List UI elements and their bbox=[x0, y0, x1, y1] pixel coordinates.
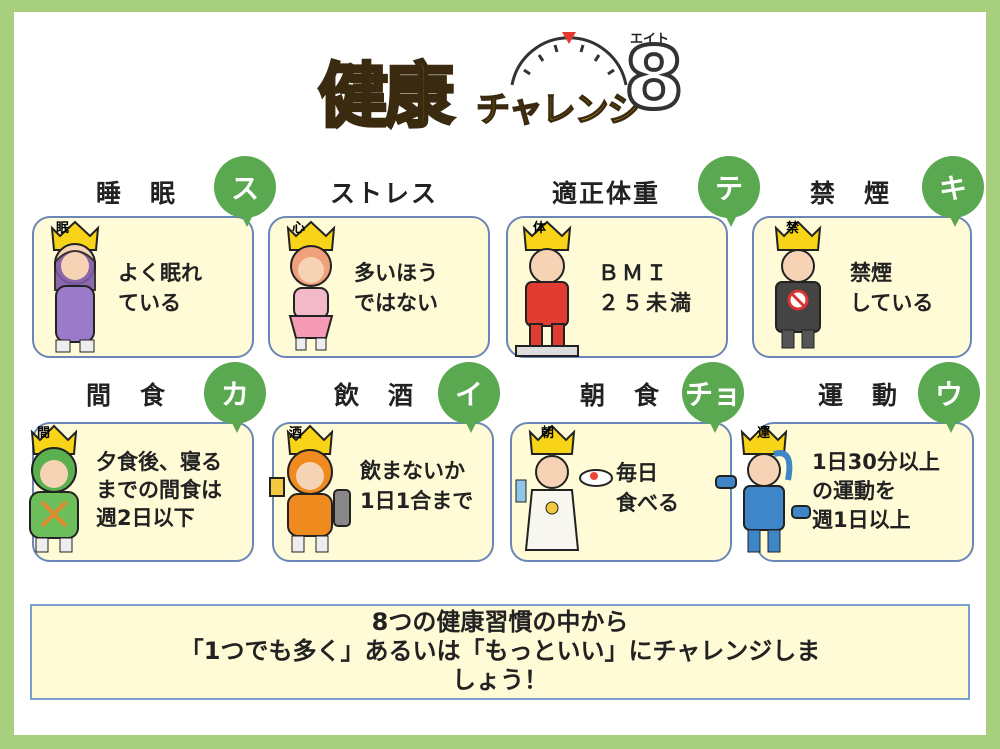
habit-text-exercise: 1日30分以上 の運動を 週1日以上 bbox=[812, 450, 940, 532]
habit-text-sleep: よく眠れ ている bbox=[118, 261, 202, 315]
badge-stress: 心 bbox=[292, 221, 306, 236]
category-snack: 間 食 bbox=[86, 381, 168, 410]
habit-card-stress: 心 多いほう ではない bbox=[268, 216, 490, 358]
gauge-icon bbox=[510, 32, 628, 86]
habit-card-sleep: 眠 よく眠れ ている bbox=[32, 216, 254, 358]
alcohol-character-icon bbox=[269, 424, 351, 553]
badge-sleep: 眠 bbox=[56, 221, 70, 236]
habit-card-exercise: 運 1日30分以上 の運動を 週1日以上 bbox=[715, 422, 974, 562]
syllable-bubble-exercise: ウ bbox=[918, 362, 980, 433]
syllable-bubble-snack: カ bbox=[204, 362, 266, 433]
habit-card-weight: 体 ＢＭＩ ２５未満 bbox=[506, 216, 728, 358]
category-alcohol: 飲 酒 bbox=[334, 381, 416, 410]
breakfast-character-icon bbox=[515, 424, 613, 551]
category-exercise: 運 動 bbox=[818, 381, 900, 410]
habit-text-weight: ＢＭＩ ２５未満 bbox=[598, 261, 694, 315]
habit-text-alcohol: 飲まないか 1日1合まで bbox=[360, 459, 474, 513]
stress-character-icon bbox=[286, 220, 336, 351]
logo-subtitle: チャレンジ bbox=[475, 89, 642, 131]
syllable-bubble-sleep: ス bbox=[214, 156, 276, 227]
habit-text-no-smoking: 禁煙 している bbox=[850, 261, 934, 315]
snack-character-icon bbox=[29, 424, 79, 553]
habit-text-snack: 夕食後、寝る までの間食は 週2日以下 bbox=[96, 450, 222, 530]
logo: 健康 チャレンジ エイト 8 bbox=[317, 29, 698, 140]
logo-title: 健康 bbox=[317, 54, 456, 139]
logo-number: 8 bbox=[622, 29, 686, 129]
habit-card-breakfast: 朝 毎日 食べる bbox=[510, 422, 732, 562]
habit-card-snack: 間 夕食後、寝る までの間食は 週2日以下 bbox=[29, 422, 254, 562]
category-stress: ストレス bbox=[330, 179, 439, 208]
badge-breakfast: 朝 bbox=[541, 426, 555, 441]
habit-card-no-smoking: 禁 禁煙 している bbox=[752, 216, 972, 358]
badge-no-smoking: 禁 bbox=[786, 221, 800, 236]
habit-text-stress: 多いほう ではない bbox=[354, 261, 438, 315]
syllable-bubble-alcohol: イ bbox=[438, 362, 500, 433]
category-no-smoking: 禁 煙 bbox=[810, 179, 892, 208]
badge-exercise: 運 bbox=[757, 426, 771, 441]
badge-weight: 体 bbox=[533, 221, 547, 236]
badge-alcohol: 酒 bbox=[289, 426, 303, 441]
footer-message-box: 8つの健康習慣の中から 「1つでも多く」あるいは「もっといい」にチャレンジしま … bbox=[30, 604, 970, 700]
syllable-bubble-weight: テ bbox=[698, 156, 760, 227]
category-sleep: 睡 眠 bbox=[96, 179, 178, 208]
no-smoking-character-icon bbox=[774, 220, 822, 349]
sleep-character-icon bbox=[50, 220, 100, 353]
syllable-bubble-no-smoking: キ bbox=[922, 156, 984, 227]
category-breakfast: 朝 食 bbox=[580, 381, 662, 410]
logo-number-reading: エイト bbox=[630, 32, 670, 47]
habit-card-alcohol: 酒 飲まないか 1日1合まで bbox=[269, 422, 494, 562]
syllable-bubble-breakfast: チョ bbox=[682, 362, 744, 433]
weight-character-icon bbox=[515, 220, 579, 357]
badge-snack: 間 bbox=[37, 426, 51, 441]
category-weight: 適正体重 bbox=[552, 179, 661, 208]
exercise-character-icon bbox=[715, 424, 811, 553]
footer-message: 8つの健康習慣の中から 「1つでも多く」あるいは「もっといい」にチャレンジしま … bbox=[179, 608, 821, 694]
habit-text-breakfast: 毎日 食べる bbox=[616, 461, 679, 515]
